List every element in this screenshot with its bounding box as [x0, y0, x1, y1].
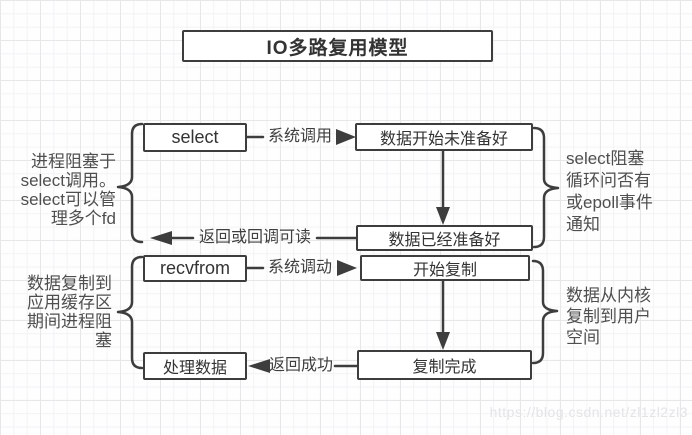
note-line: 期间进程阻 — [27, 312, 112, 331]
node-data-not-ready: 数据开始未准备好 — [355, 123, 533, 151]
arrowhead-vertical1-down — [436, 207, 450, 225]
note-line: 理多个fd — [50, 209, 116, 228]
node-copy-done: 复制完成 — [357, 350, 532, 380]
left-brace-section2 — [116, 255, 144, 370]
note-line: 应用缓存区 — [27, 293, 112, 312]
note-line: 数据复制到 — [27, 274, 112, 293]
note-line: 通知 — [566, 215, 600, 234]
note-line: 循环问否有 — [566, 171, 651, 190]
node-recvfrom: recvfrom — [143, 255, 247, 282]
arrow-label-return-2: 返回成功 — [268, 357, 333, 374]
note-line: 空间 — [566, 328, 600, 347]
note-line: 进程阻塞于 — [31, 152, 116, 171]
arrow-label-syscall-2: 系统调动 — [267, 259, 332, 276]
note-select-blocking: 进程阻塞于 select调用。 select可以管 理多个fd — [6, 152, 116, 228]
left-brace-section1 — [116, 122, 144, 244]
note-line: 数据从内核 — [566, 286, 651, 305]
right-brace-section1 — [532, 126, 560, 249]
csdn-watermark: https://blog.csdn.net/zl1zl2zl3 — [489, 404, 688, 420]
note-line: select调用。 — [20, 171, 116, 190]
note-line: select可以管 — [20, 190, 116, 209]
note-line: 塞 — [95, 331, 112, 350]
diagram-title: IO多路复用模型 — [182, 30, 493, 62]
arrowhead-vertical2-down — [436, 332, 450, 350]
note-line: 或epoll事件 — [566, 193, 653, 212]
right-brace-section2 — [531, 259, 559, 365]
note-line: select阻塞 — [566, 149, 645, 168]
node-select: select — [143, 123, 247, 152]
arrowhead-syscall1-right — [336, 129, 356, 145]
arrow-label-syscall-1: 系统调用 — [267, 128, 332, 145]
node-data-ready: 数据已经准备好 — [356, 225, 533, 251]
arrowhead-return1-left — [150, 231, 172, 245]
note-kernel-to-user: 数据从内核 复制到用户 空间 — [566, 285, 651, 348]
node-copy-start: 开始复制 — [360, 255, 530, 281]
note-copy-blocking: 数据复制到 应用缓存区 期间进程阻 塞 — [6, 274, 112, 350]
note-line: 复制到用户 — [566, 307, 651, 326]
node-process-data: 处理数据 — [143, 352, 247, 380]
arrowhead-syscall2-right — [337, 260, 357, 276]
arrow-label-return-1: 返回或回调可读 — [198, 229, 311, 246]
note-select-polling: select阻塞 循环问否有 或epoll事件 通知 — [566, 148, 653, 236]
